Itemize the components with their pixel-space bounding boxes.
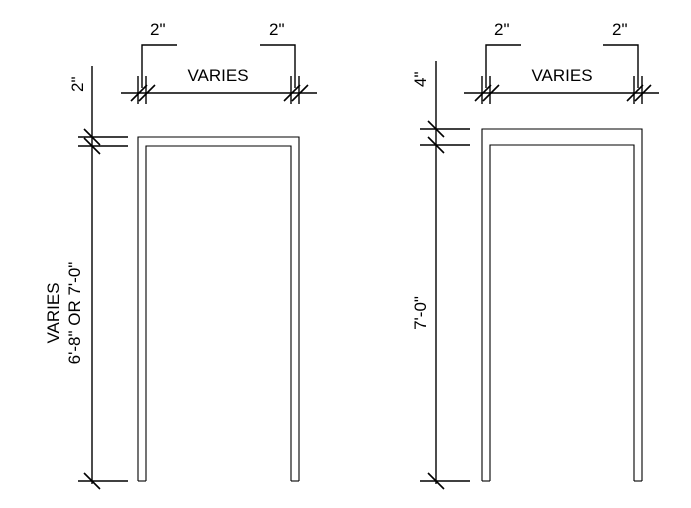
right-tick-head-bottom — [427, 136, 445, 154]
left-frame-outer — [137, 136, 300, 481]
left-tick-h3 — [283, 84, 301, 102]
left-jamb-left-label: 2" — [150, 20, 166, 39]
right-jamb-right-label: 2" — [612, 20, 628, 39]
left-height-label-line1: VARIES — [44, 282, 63, 343]
right-detail: 2" 2" VARIES 4" 7'-0" — [411, 20, 659, 490]
left-tick-head-bottom — [83, 137, 101, 155]
left-width-label: VARIES — [187, 66, 248, 85]
left-leader-left — [141, 44, 177, 88]
right-tick-h2 — [482, 84, 500, 102]
left-head-label: 2" — [68, 77, 87, 93]
right-leader-right — [603, 44, 639, 88]
left-frame-inner — [145, 145, 292, 481]
left-tick-h1 — [130, 84, 148, 102]
left-jamb-right-label: 2" — [269, 20, 285, 39]
right-tick-floor — [427, 472, 445, 490]
right-jamb-left-label: 2" — [494, 20, 510, 39]
left-leader-right — [260, 44, 296, 88]
right-height-label: 7'-0" — [411, 296, 430, 330]
right-tick-h1 — [474, 84, 492, 102]
left-tick-floor — [83, 472, 101, 490]
right-leader-left — [485, 44, 521, 88]
right-tick-h3 — [626, 84, 644, 102]
left-tick-head-top — [83, 128, 101, 146]
right-width-label: VARIES — [531, 66, 592, 85]
right-frame-outer — [481, 128, 643, 481]
left-tick-h2 — [138, 84, 156, 102]
right-frame-inner — [489, 144, 635, 481]
right-head-label: 4" — [411, 72, 430, 88]
left-height-label-line2: 6'-8" OR 7'-0" — [65, 262, 84, 365]
right-tick-h4 — [634, 84, 652, 102]
left-tick-h4 — [291, 84, 309, 102]
left-detail: 2" 2" VARIES 2" VARIES 6'-8" OR 7'-0" — [44, 20, 317, 490]
right-tick-head-top — [427, 120, 445, 138]
